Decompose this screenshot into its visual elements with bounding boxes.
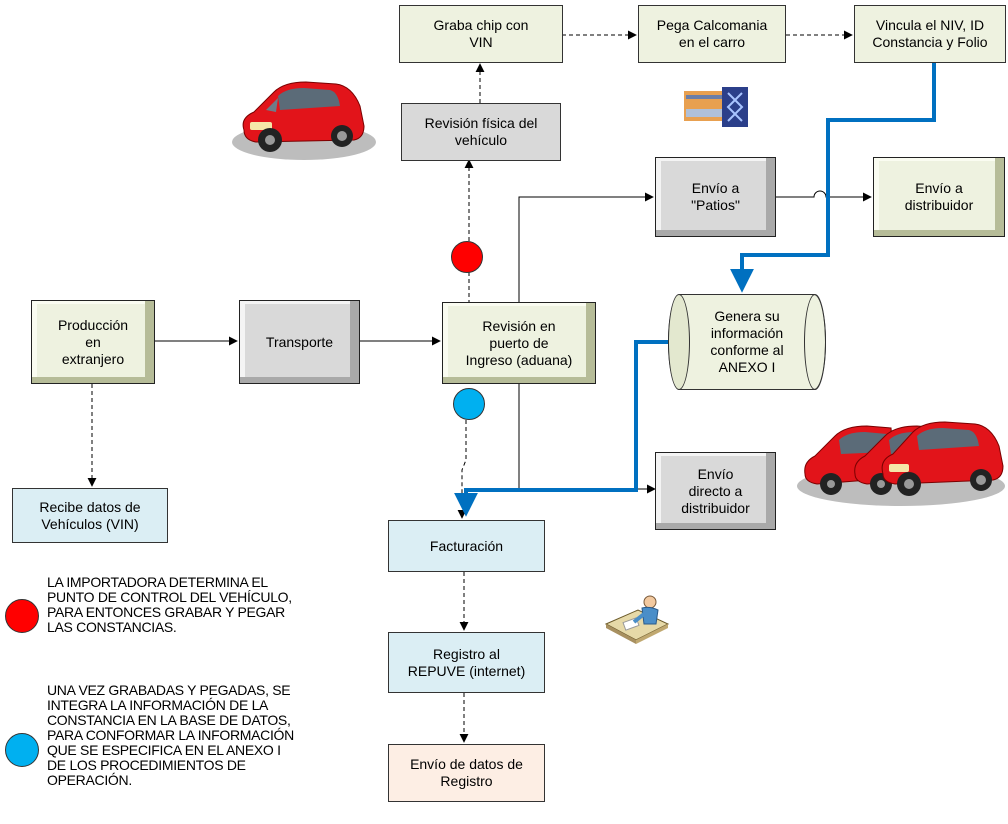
envio-patios-box: Envío a "Patios" [655, 157, 776, 237]
legend-red-dot [5, 599, 39, 633]
blue-control-marker [453, 388, 485, 420]
transporte-box: Transporte [239, 300, 360, 384]
graba-chip-box: Graba chip con VIN [399, 5, 563, 63]
registro-repuve-box: Registro al REPUVE (internet) [388, 632, 545, 693]
produccion-box: Producción en extranjero [31, 300, 155, 384]
legend-blue-text: UNA VEZ GRABADAS Y PEGADAS, SE INTEGRA L… [47, 682, 294, 788]
revision-fisica-box: Revisión física del vehículo [401, 103, 561, 161]
facturacion-box: Facturación [388, 520, 545, 572]
cars-group-icon [797, 421, 1005, 506]
pega-calcomania-box: Pega Calcomania en el carro [638, 5, 786, 63]
envio-distribuidor-box: Envío a distribuidor [873, 157, 1005, 237]
red-control-marker [451, 241, 483, 273]
legend-blue-dot [5, 733, 39, 767]
person-at-desk-icon [604, 595, 670, 644]
envio-datos-box: Envío de datos de Registro [388, 744, 545, 802]
legend-red-text: LA IMPORTADORA DETERMINA EL PUNTO DE CON… [47, 574, 292, 635]
revision-puerto-box: Revisión en puerto de Ingreso (aduana) [442, 302, 596, 384]
genera-info-database: Genera su información conforme al ANEXO … [668, 294, 826, 390]
car-icon [232, 81, 376, 160]
envio-directo-box: Envío directo a distribuidor [655, 452, 776, 530]
recibe-datos-box: Recibe datos de Vehículos (VIN) [12, 488, 168, 543]
vincula-box: Vincula el NIV, ID Constancia y Folio [854, 5, 1006, 63]
sticker-icon [684, 87, 748, 127]
